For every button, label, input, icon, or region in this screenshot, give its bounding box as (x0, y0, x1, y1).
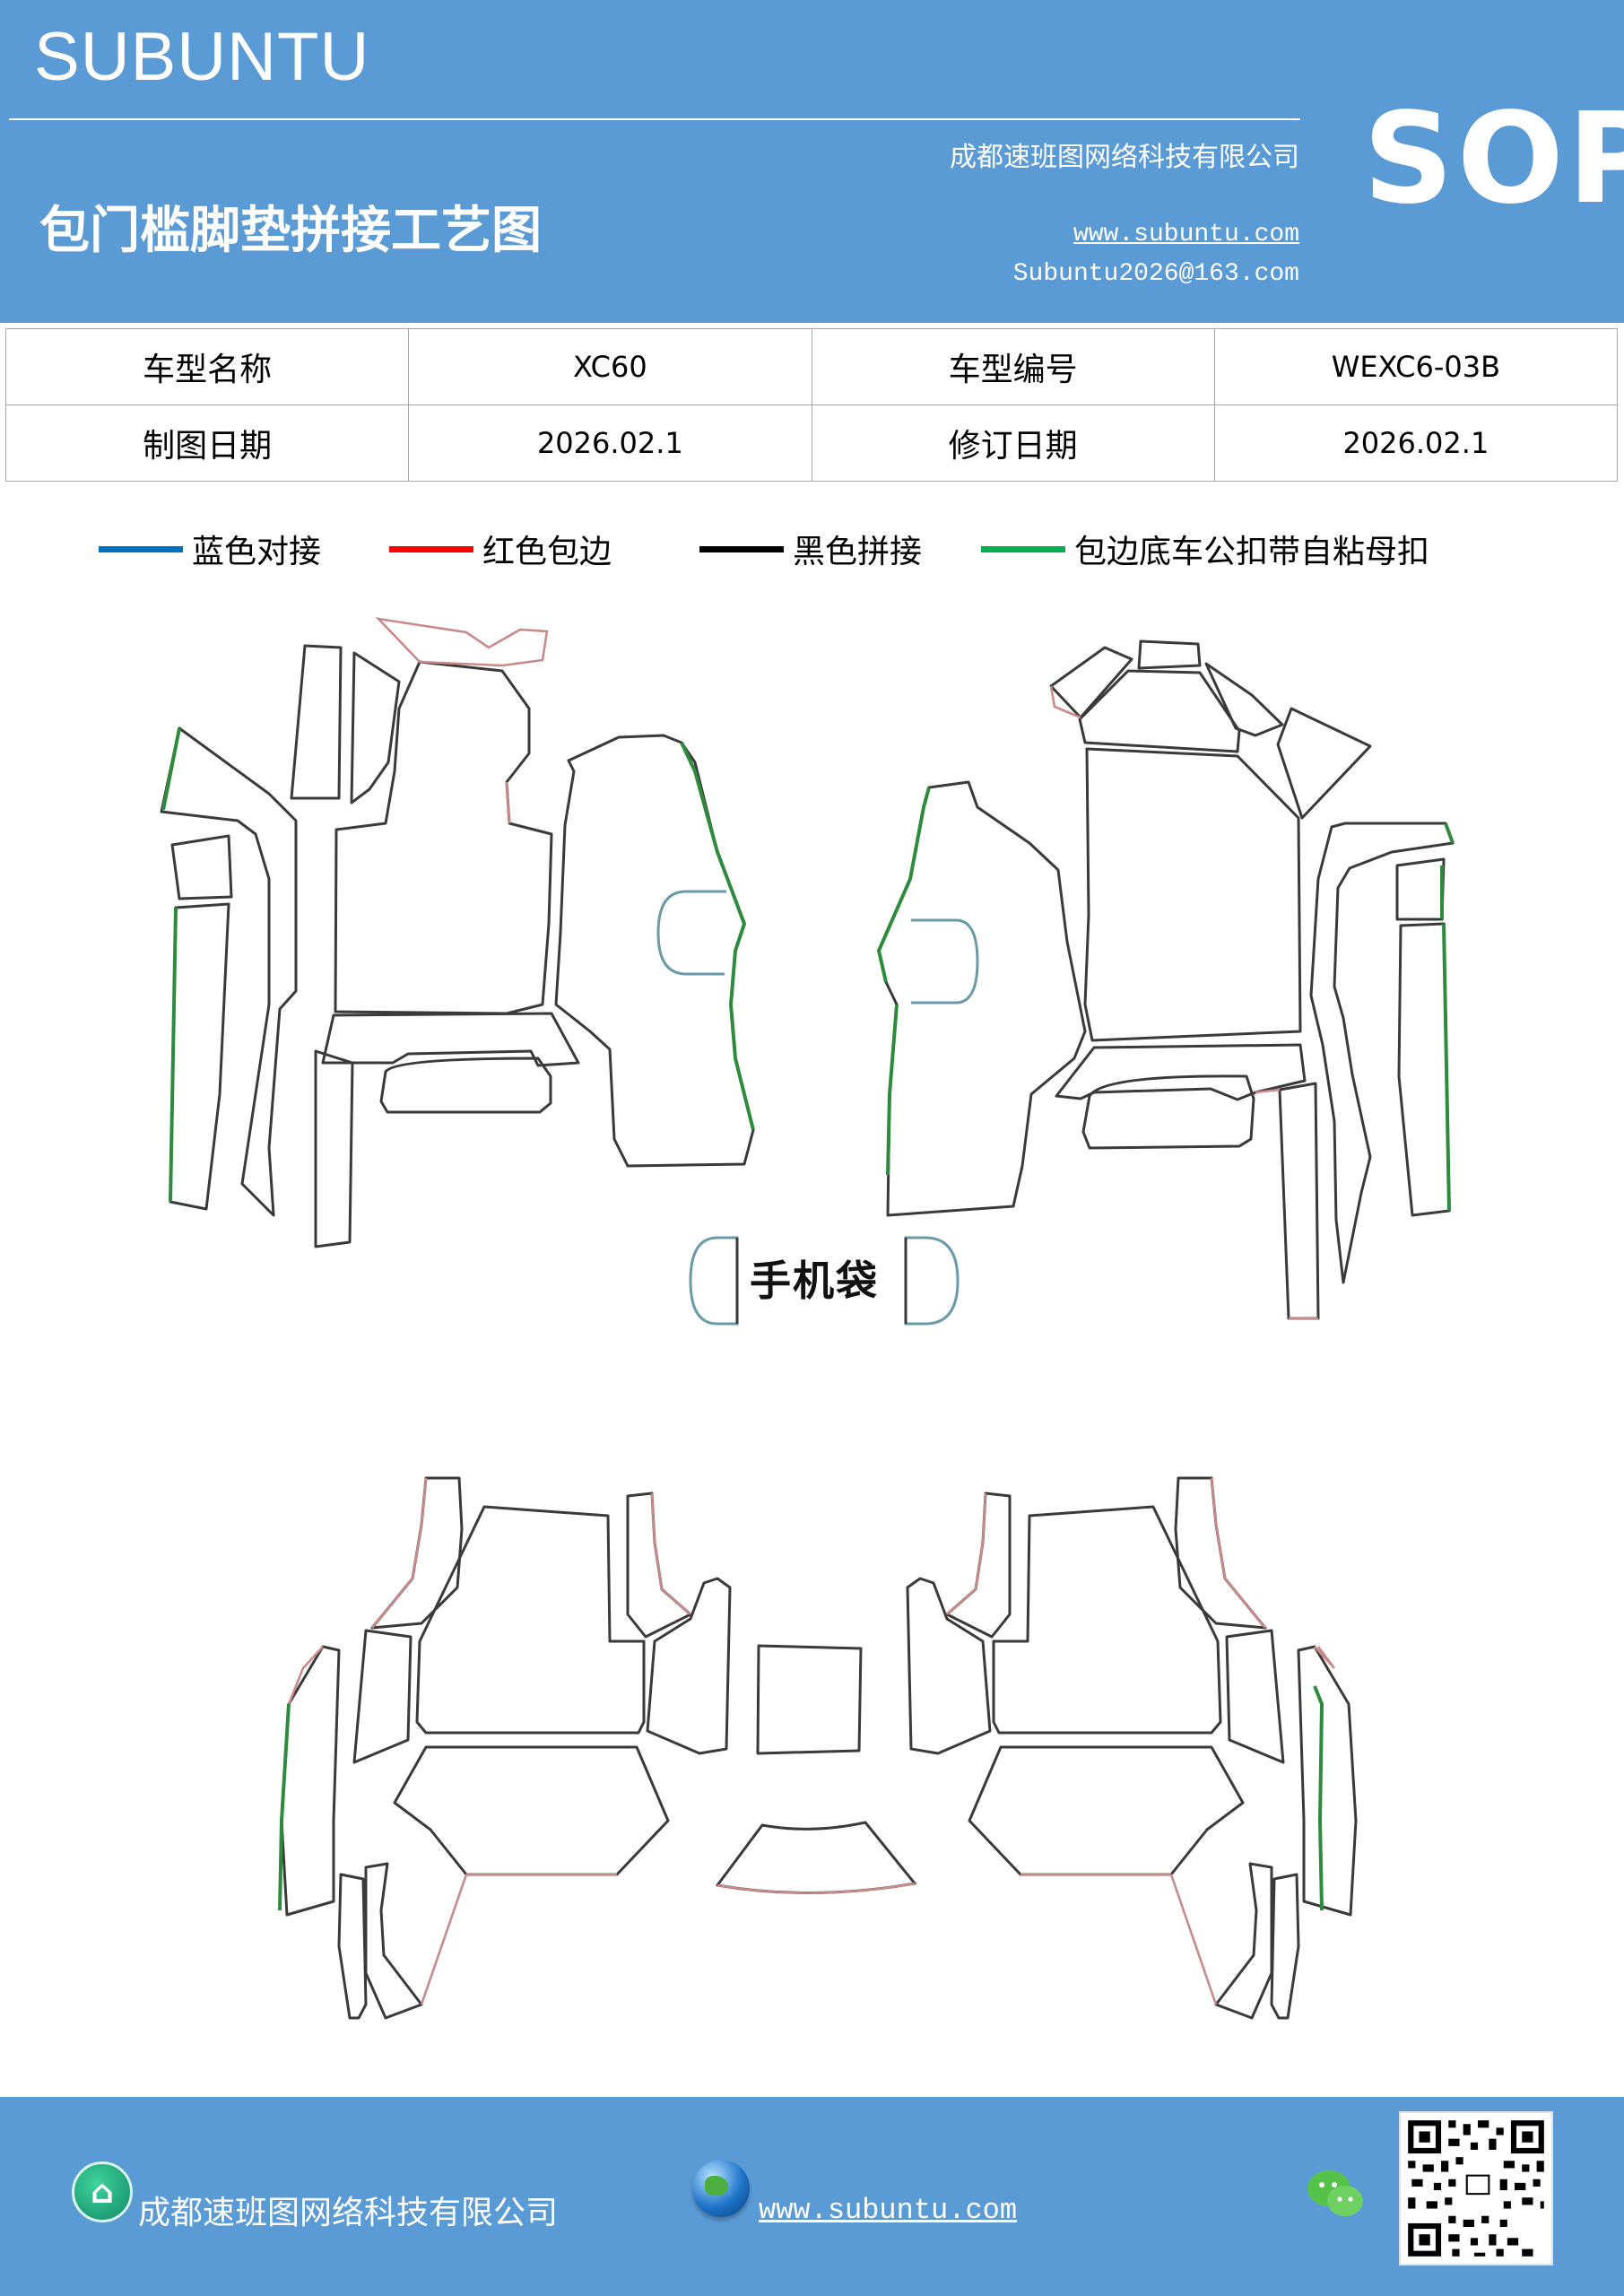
legend-swatch-green (981, 545, 1065, 552)
legend-swatch-red (389, 545, 473, 552)
fastener-edge (161, 727, 181, 811)
legend-item-red: 红色包边 (389, 524, 612, 574)
binding-edge (505, 781, 511, 824)
rear-center-tunnel (716, 1644, 916, 1895)
binding-edge (370, 1477, 428, 1629)
legend-label: 蓝色对接 (192, 534, 322, 570)
vehicle-info-table: 车型名称 XC60 车型编号 WEXC6-03B 制图日期 2026.02.1 … (4, 328, 1619, 482)
fastener-edge (876, 787, 931, 983)
butt-joint-edge (656, 890, 726, 976)
front-left-mat (160, 644, 755, 1248)
fastener-edge (169, 907, 178, 1203)
wechat-icon[interactable] (1306, 2167, 1365, 2221)
model-code-value: WEXC6-03B (1213, 328, 1619, 405)
model-name-value: XC60 (408, 328, 812, 405)
color-legend: 蓝色对接 红色包边 黑色拼接 包边底车公扣带自粘母扣 (0, 524, 1624, 578)
legend-item-black: 黑色拼接 (699, 524, 922, 574)
phone-pocket-right (904, 1236, 960, 1326)
legend-item-blue: 蓝色对接 (99, 524, 321, 574)
model-name-label: 车型名称 (4, 328, 410, 405)
legend-label: 包边底车公扣带自粘母扣 (1074, 534, 1430, 570)
binding-edge (716, 1882, 916, 1894)
revision-date-value: 2026.02.1 (1213, 404, 1619, 482)
binding-edge (1049, 685, 1081, 719)
butt-joint-edge (911, 918, 979, 1004)
fastener-edge (886, 1004, 899, 1176)
binding-edge (1169, 1874, 1218, 2005)
header-company-name: 成都速班图网络科技有限公司 (950, 142, 1299, 173)
revision-date-label: 修订日期 (811, 404, 1215, 482)
header-email: Subuntu2026@163.com (1012, 260, 1299, 288)
fastener-edge (680, 742, 755, 1131)
phone-pocket-left (689, 1236, 739, 1326)
binding-edge (420, 1874, 468, 2005)
floor-mat-diagram (160, 617, 1455, 2020)
fastener-edge (1313, 1685, 1324, 1911)
table-row: 制图日期 2026.02.1 修订日期 2026.02.1 (4, 404, 1619, 482)
draw-date-label: 制图日期 (4, 404, 410, 482)
table-row: 车型名称 XC60 车型编号 WEXC6-03B (4, 328, 1619, 405)
building-icon: ⌂ (72, 2161, 133, 2222)
footer-website-link[interactable]: www.subuntu.com (759, 2194, 1018, 2227)
binding-edge (650, 1492, 691, 1615)
rear-left-mat (280, 1476, 732, 2020)
binding-edge (1255, 1088, 1281, 1094)
sop-badge: SOP (1363, 86, 1624, 232)
fastener-edge (1444, 822, 1455, 844)
model-code-label: 车型编号 (811, 328, 1215, 405)
front-right-mat (877, 639, 1455, 1320)
header-banner: SUBUNTU 成都速班图网络科技有限公司 包门槛脚垫拼接工艺图 www.sub… (0, 0, 1624, 323)
header-website-link[interactable]: www.subuntu.com (1073, 221, 1299, 248)
legend-label: 红色包边 (482, 534, 612, 570)
fastener-edge (1442, 923, 1451, 1212)
draw-date-value: 2026.02.1 (408, 404, 812, 482)
front-left-heel-pad (375, 617, 549, 667)
legend-label: 黑色拼接 (793, 534, 923, 570)
footer-company-name: 成都速班图网络科技有限公司 (138, 2195, 559, 2231)
binding-edge (1314, 1646, 1336, 1669)
footer-banner: ⌂ 成都速班图网络科技有限公司 www.subuntu.com (0, 2097, 1624, 2296)
header-divider (9, 118, 1300, 120)
legend-swatch-blue (99, 545, 183, 552)
qr-code[interactable] (1399, 2111, 1553, 2266)
globe-icon (692, 2160, 750, 2217)
binding-edge (946, 1492, 987, 1615)
rear-right-mat (906, 1476, 1358, 2020)
fastener-edge (278, 1703, 291, 1911)
binding-edge (1210, 1477, 1267, 1629)
brand-logo-text: SUBUNTU (34, 19, 370, 95)
legend-swatch-black (699, 545, 784, 552)
phone-pocket-label: 手机袋 (750, 1257, 879, 1305)
document-title: 包门槛脚垫拼接工艺图 (39, 201, 542, 260)
legend-item-green: 包边底车公扣带自粘母扣 (981, 524, 1429, 574)
binding-edge (287, 1646, 324, 1705)
